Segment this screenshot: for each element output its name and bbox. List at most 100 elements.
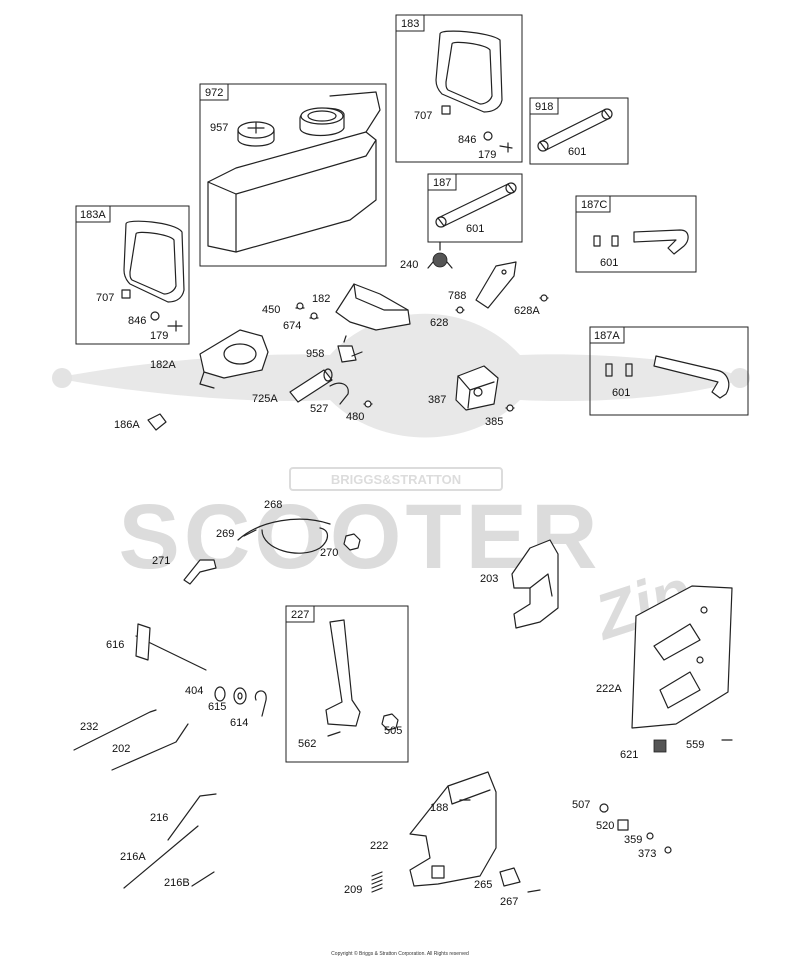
- spring-209: [371, 871, 383, 893]
- part-number-label: 788: [448, 290, 466, 302]
- small-parts-right: [459, 739, 733, 893]
- watermark-brand-plate: [289, 467, 503, 491]
- part-number-label: 404: [185, 685, 203, 697]
- part-number-label: 846: [458, 134, 476, 146]
- box-972: 972: [199, 83, 387, 267]
- watermark-left-dot: [52, 368, 72, 388]
- part-number-label: 615: [208, 701, 226, 713]
- control-plate-222A: [631, 585, 733, 729]
- part-number-label: 628: [430, 317, 448, 329]
- control-lever: [325, 619, 399, 737]
- clamp-527: [329, 382, 349, 405]
- svg-text:183: 183: [401, 18, 419, 30]
- box-187C: 187C: [575, 195, 697, 273]
- part-number-label: 601: [568, 146, 586, 158]
- part-number-label: 505: [384, 725, 402, 737]
- part-number-label: 240: [400, 259, 418, 271]
- svg-text:187C: 187C: [581, 199, 607, 211]
- bracket-182: [335, 283, 411, 331]
- part-drawings: [73, 30, 733, 893]
- svg-text:187: 187: [433, 177, 451, 189]
- part-number-label: 559: [686, 739, 704, 751]
- part-number-label: 628A: [514, 305, 540, 317]
- part-number-label: 707: [96, 292, 114, 304]
- bracket-788: [475, 261, 517, 309]
- part-number-label: 507: [572, 799, 590, 811]
- part-group-boxes: 972 183 918 187 187C 183A: [75, 14, 749, 763]
- part-number-label: 271: [152, 555, 170, 567]
- part-number-label: 203: [480, 573, 498, 585]
- box-183: 183: [395, 14, 523, 163]
- box-918: 918: [529, 97, 629, 165]
- part-number-label: 182: [312, 293, 330, 305]
- part-number-label: 707: [414, 110, 432, 122]
- washers: [214, 686, 267, 717]
- watermark-right-dot: [730, 368, 750, 388]
- fuel-cap: [237, 121, 275, 147]
- part-number-label: 480: [346, 411, 364, 423]
- part-number-label: 269: [216, 528, 234, 540]
- part-number-label: 846: [128, 315, 146, 327]
- svg-text:227: 227: [291, 609, 309, 621]
- part-number-label: 232: [80, 721, 98, 733]
- part-number-label: 373: [638, 848, 656, 860]
- svg-text:183A: 183A: [80, 209, 106, 221]
- shutoff-valve: [427, 241, 453, 269]
- fuel-line-187: [435, 182, 517, 228]
- bracket-265: [499, 867, 521, 887]
- fuel-line-918: [537, 108, 613, 152]
- bracket-182A: [199, 329, 269, 389]
- lever-271: [183, 559, 217, 585]
- part-number-label: 601: [466, 223, 484, 235]
- part-number-label: 674: [283, 320, 301, 332]
- part-number-label: 359: [624, 834, 642, 846]
- part-number-label: 621: [620, 749, 638, 761]
- part-number-label: 216B: [164, 877, 190, 889]
- part-number-label: 527: [310, 403, 328, 415]
- copyright-footer: Copyright © Briggs & Stratton Corporatio…: [331, 950, 469, 957]
- choke-cable: [237, 518, 331, 554]
- fuel-line-187A: [605, 355, 730, 399]
- box-227: 227: [285, 605, 409, 763]
- fuel-pump: [455, 365, 499, 411]
- hose-725A: [289, 368, 333, 403]
- rods: [73, 709, 217, 889]
- part-number-label: 216A: [120, 851, 146, 863]
- part-number-label: 265: [474, 879, 492, 891]
- part-number-label: 182A: [150, 359, 176, 371]
- svg-text:187A: 187A: [594, 330, 620, 342]
- box-183A: 183A: [75, 205, 190, 345]
- part-number-label: 268: [264, 499, 282, 511]
- fitting-958: [337, 335, 363, 363]
- part-number-label: 725A: [252, 393, 278, 405]
- part-number-label: 222A: [596, 683, 622, 695]
- part-number-label: 202: [112, 743, 130, 755]
- part-number-label: 385: [485, 416, 503, 428]
- part-number-label: 520: [596, 820, 614, 832]
- bracket-203: [511, 539, 559, 629]
- part-number-label: 216: [150, 812, 168, 824]
- screws: [295, 294, 549, 412]
- part-number-label: 957: [210, 122, 228, 134]
- part-number-label: 188: [430, 802, 448, 814]
- part-number-label: 270: [320, 547, 338, 559]
- shaft-616: [135, 623, 207, 671]
- fuel-line-187C: [593, 229, 689, 255]
- control-bracket-222: [409, 771, 497, 887]
- part-number-label: 387: [428, 394, 446, 406]
- watermark-swoosh: [55, 313, 745, 438]
- part-number-label: 614: [230, 717, 248, 729]
- part-number-label: 562: [298, 738, 316, 750]
- fuel-tank: [207, 91, 381, 253]
- svg-text:918: 918: [535, 101, 553, 113]
- hose-guard-183: [435, 30, 513, 153]
- elbow-186A: [147, 413, 167, 431]
- svg-text:972: 972: [205, 87, 223, 99]
- part-number-label: 179: [150, 330, 168, 342]
- box-187A: 187A: [589, 326, 749, 416]
- box-187: 187: [427, 173, 523, 243]
- hose-guard-183A: [121, 220, 185, 332]
- part-number-label: 601: [612, 387, 630, 399]
